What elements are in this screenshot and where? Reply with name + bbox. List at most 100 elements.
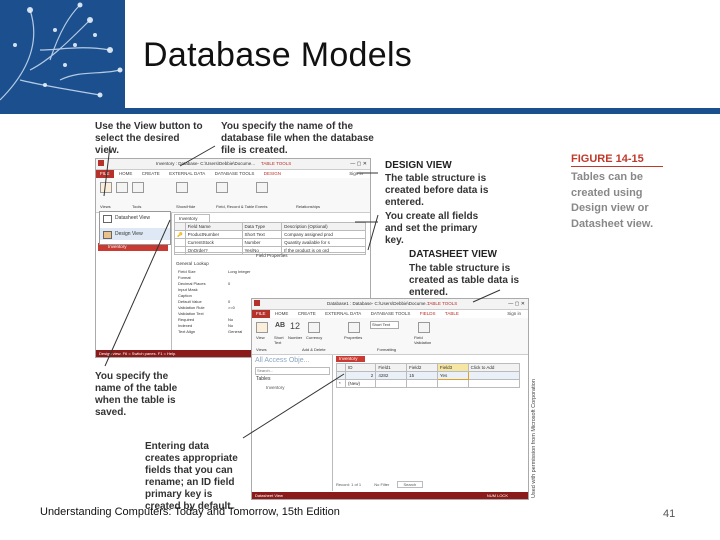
view-button-icon[interactable] xyxy=(100,182,112,193)
table-row[interactable]: 2 4282 15 Yes xyxy=(336,371,521,380)
builder-icon[interactable] xyxy=(132,182,144,193)
no-filter-indicator[interactable]: No Filter xyxy=(374,482,390,487)
tab-home[interactable]: HOME xyxy=(118,171,133,176)
props-tab-lookup[interactable]: Lookup xyxy=(194,261,209,266)
tab-fields[interactable]: FIELDS xyxy=(419,311,436,316)
description-cell[interactable]: Company assigned prod xyxy=(281,230,366,239)
tab-database-tools[interactable]: DATABASE TOOLS xyxy=(370,311,411,316)
tab-database-tools[interactable]: DATABASE TOOLS xyxy=(214,171,255,176)
nav-search-input[interactable]: Search... xyxy=(255,367,330,375)
click-to-add-cell[interactable] xyxy=(467,379,521,388)
currency-label[interactable]: Currency xyxy=(306,335,323,340)
property-value[interactable]: 0 xyxy=(228,280,231,286)
sign-in-link[interactable]: Sign in xyxy=(507,311,521,316)
property-row[interactable]: Validation Rule>=0 xyxy=(176,304,252,310)
object-tab-inventory[interactable]: Inventory xyxy=(174,214,210,222)
short-text-label[interactable]: Short Text xyxy=(274,335,284,345)
record-position[interactable]: Record: 1 of 1 xyxy=(336,482,362,487)
number-icon[interactable]: 12 xyxy=(290,321,301,331)
number-label[interactable]: Number xyxy=(288,335,303,340)
column-header-field2[interactable]: Field2 xyxy=(406,363,438,372)
tab-create[interactable]: CREATE xyxy=(297,311,316,316)
property-value[interactable]: Long Integer xyxy=(228,268,251,274)
properties-icon[interactable] xyxy=(348,322,360,333)
group-show-hide-label: Show/Hide xyxy=(176,204,196,209)
property-value[interactable]: No xyxy=(228,322,234,328)
tab-file[interactable]: FILE xyxy=(252,310,270,318)
tab-design[interactable]: DESIGN xyxy=(263,171,282,176)
field-validation-label[interactable]: Field Validation xyxy=(414,335,432,345)
view-button-label[interactable]: View xyxy=(256,335,265,340)
nav-pane-title[interactable]: All Access Obje... xyxy=(255,357,310,364)
tab-home[interactable]: HOME xyxy=(274,311,289,316)
field2-cell[interactable] xyxy=(406,379,438,388)
property-row[interactable]: Validation Text xyxy=(176,310,252,316)
field3-cell[interactable]: Yes xyxy=(436,371,469,380)
group-views-label: Views xyxy=(256,347,267,352)
description-cell[interactable]: Quantity available for s xyxy=(281,238,366,247)
menu-datasheet-view[interactable]: Datasheet View xyxy=(115,215,150,221)
sign-in-link[interactable]: Sign in xyxy=(349,171,363,176)
field1-cell[interactable]: 4282 xyxy=(375,371,408,380)
table-row[interactable]: 🔑 ProductNumber Short Text Company assig… xyxy=(174,230,366,239)
table-row[interactable]: * (New) xyxy=(336,379,521,388)
data-type-cell[interactable]: Number xyxy=(241,238,283,247)
column-header-field1[interactable]: Field1 xyxy=(375,363,408,372)
column-header-field3[interactable]: Field3 xyxy=(436,363,469,372)
datasheet-status-bar: Datasheet View NUM LOCK xyxy=(252,492,528,499)
property-value[interactable]: No xyxy=(228,316,234,322)
tab-external-data[interactable]: EXTERNAL DATA xyxy=(325,311,362,316)
description-cell[interactable]: If the product is on ord xyxy=(281,246,366,255)
property-sheet-icon[interactable] xyxy=(176,182,188,193)
object-tab-inventory[interactable]: Inventory xyxy=(336,356,365,362)
props-tab-general[interactable]: General xyxy=(176,261,193,266)
property-value[interactable]: 0 xyxy=(228,298,231,304)
column-header-id[interactable]: ID xyxy=(344,363,377,372)
currency-icon[interactable] xyxy=(308,322,320,333)
properties-label[interactable]: Properties xyxy=(344,335,363,340)
field2-cell[interactable]: 15 xyxy=(406,371,438,380)
field1-cell[interactable] xyxy=(375,379,408,388)
field-name-cell[interactable]: ProductNumber xyxy=(184,230,243,239)
property-name: Caption xyxy=(178,292,192,298)
view-button-icon[interactable] xyxy=(256,322,268,333)
nav-item-inventory[interactable]: Inventory xyxy=(266,385,285,390)
field3-cell[interactable] xyxy=(436,379,469,388)
field-validation-icon[interactable] xyxy=(418,322,430,333)
data-type-select[interactable]: Short Text xyxy=(370,321,399,329)
field-name-cell[interactable]: CurrentStock xyxy=(184,238,243,247)
property-value[interactable]: >=0 xyxy=(228,304,235,310)
property-row[interactable]: Input Mask xyxy=(176,286,252,292)
nav-section-tables[interactable]: Tables xyxy=(256,376,271,382)
menu-design-view[interactable]: Design View xyxy=(115,231,143,237)
id-cell[interactable]: 2 xyxy=(344,371,377,380)
primary-key-icon[interactable] xyxy=(116,182,128,193)
table-row[interactable]: CurrentStock Number Quantity available f… xyxy=(174,238,366,247)
tab-table[interactable]: TABLE xyxy=(444,311,459,316)
property-row[interactable]: Caption xyxy=(176,292,252,298)
field-name-cell[interactable]: OnOrder? xyxy=(184,246,243,255)
click-to-add-cell[interactable] xyxy=(467,371,521,380)
short-text-icon[interactable]: AB xyxy=(275,322,286,329)
data-type-cell[interactable]: Short Text xyxy=(241,230,283,239)
table-row[interactable]: OnOrder? Yes/No If the product is on ord xyxy=(174,246,366,255)
tab-file[interactable]: FILE xyxy=(96,170,114,178)
window-controls[interactable]: — ▢ ✕ xyxy=(508,301,525,307)
tab-external-data[interactable]: EXTERNAL DATA xyxy=(169,171,206,176)
id-cell[interactable]: (New) xyxy=(344,379,377,388)
tab-create[interactable]: CREATE xyxy=(141,171,160,176)
property-value[interactable]: General xyxy=(228,328,243,334)
column-header-click-to-add[interactable]: Click to Add xyxy=(467,363,521,372)
data-macros-icon[interactable] xyxy=(216,182,228,193)
callout-view-button: Use the View button to select the desire… xyxy=(95,121,203,156)
relationships-icon[interactable] xyxy=(256,182,268,193)
window-controls[interactable]: — ▢ ✕ xyxy=(350,161,367,167)
record-search-box[interactable]: Search xyxy=(396,481,424,488)
property-row[interactable]: Format xyxy=(176,274,252,280)
